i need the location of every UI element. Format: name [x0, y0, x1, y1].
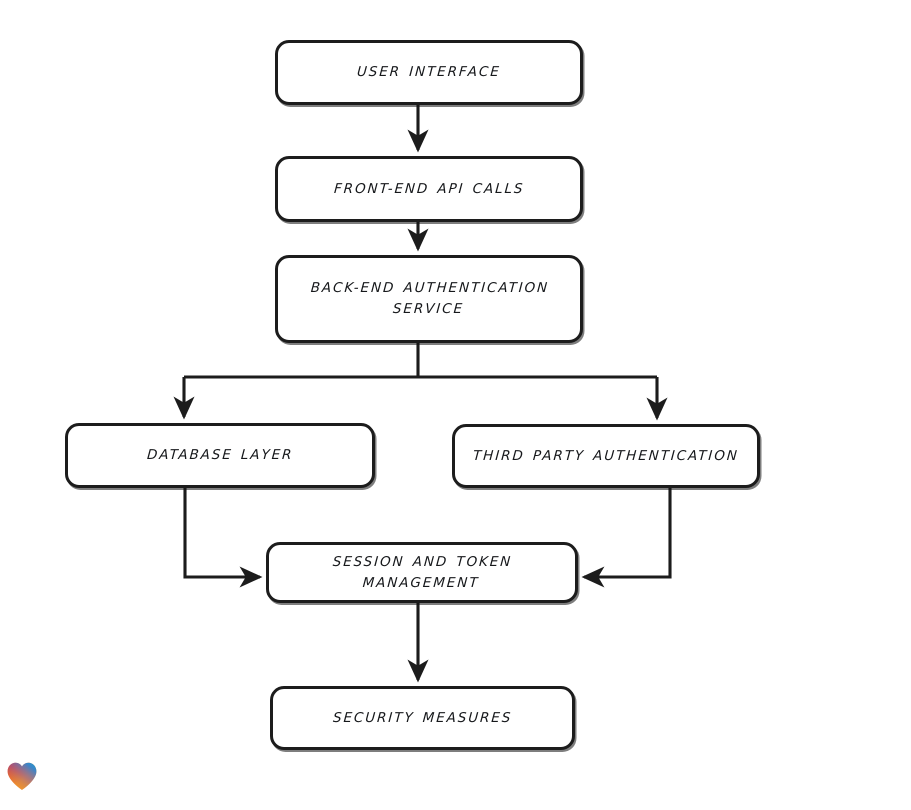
node-third-party-auth[interactable]: THIRD PARTY AUTHENTICATION [452, 424, 760, 488]
node-user-interface[interactable]: USER INTERFACE [275, 40, 583, 105]
heart-icon [7, 762, 37, 791]
node-back-end-auth-service-label: BACK-END AUTHENTICATION SERVICE [310, 280, 550, 317]
edge-database-to-session [183, 488, 263, 588]
node-user-interface-label: USER INTERFACE [356, 64, 502, 81]
node-back-end-auth-service[interactable]: BACK-END AUTHENTICATION SERVICE [275, 255, 583, 343]
edge-thirdparty-to-session [581, 488, 672, 588]
node-third-party-auth-label: THIRD PARTY AUTHENTICATION [472, 447, 740, 464]
node-security-measures-label: SECURITY MEASURES [332, 709, 513, 726]
node-security-measures[interactable]: SECURITY MEASURES [270, 686, 575, 750]
node-session-token-mgmt[interactable]: SESSION AND TOKEN MANAGEMENT [266, 542, 578, 603]
node-session-token-mgmt-label: SESSION AND TOKEN MANAGEMENT [332, 553, 514, 591]
node-front-end-api-calls[interactable]: FRONT-END API CALLS [275, 156, 583, 222]
node-database-layer-label: DATABASE LAYER [146, 447, 294, 464]
node-front-end-api-calls-label: FRONT-END API CALLS [333, 180, 525, 197]
node-database-layer[interactable]: DATABASE LAYER [65, 423, 375, 488]
